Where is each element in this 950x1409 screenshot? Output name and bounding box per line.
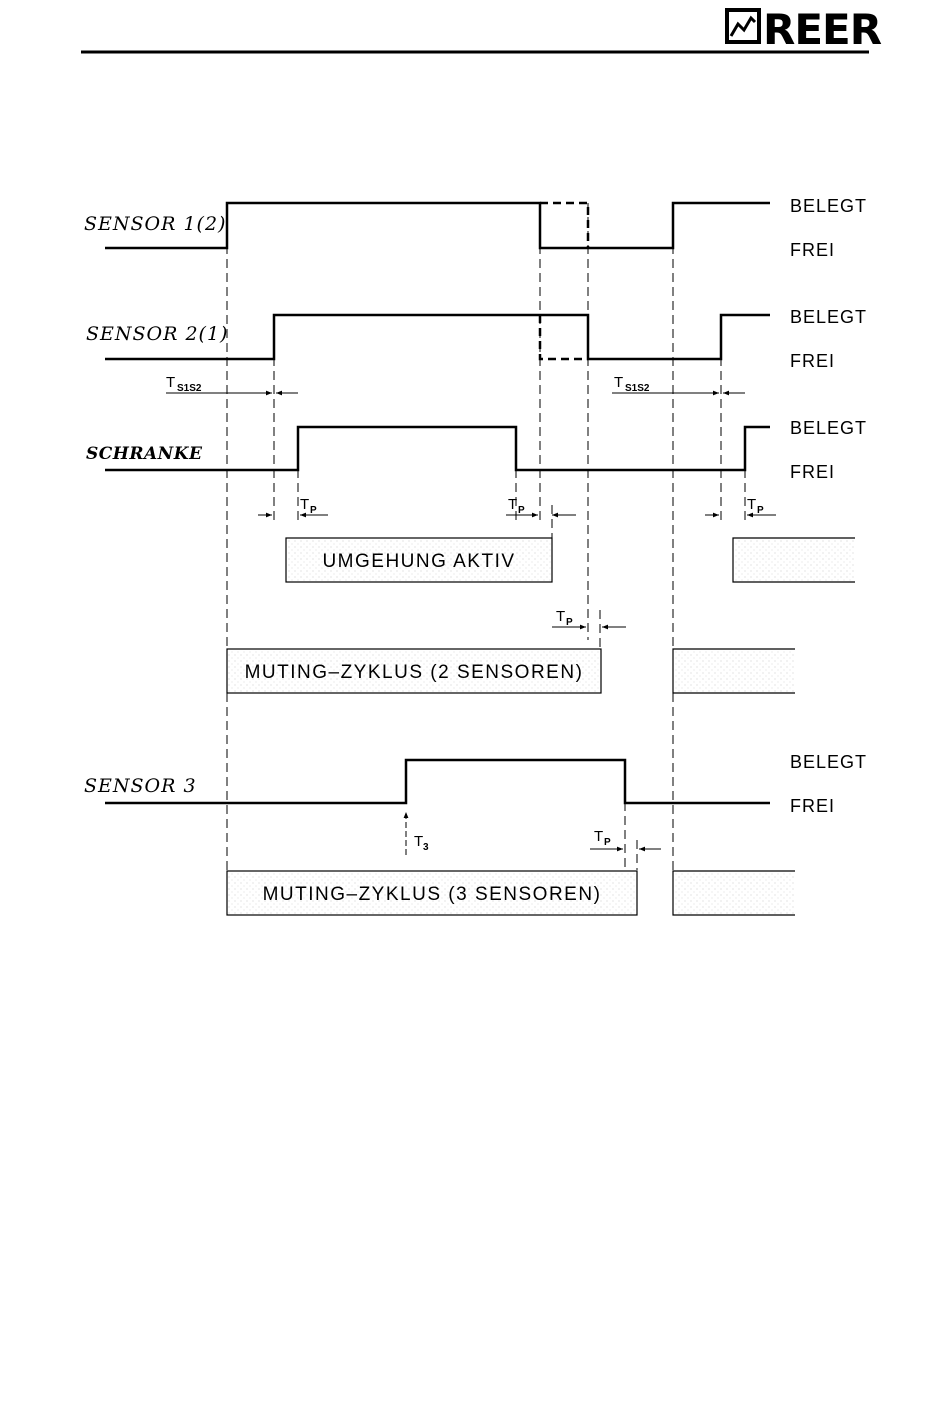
timing-symbol: T xyxy=(166,374,175,391)
timing-subscript: P xyxy=(518,505,525,516)
logo-wave-icon xyxy=(731,18,755,36)
timing-subscript: P xyxy=(566,617,573,628)
state-low-label: FREI xyxy=(790,796,835,816)
timing-tp-1: T P xyxy=(258,496,328,516)
timing-symbol: T xyxy=(747,496,756,513)
state-high-label: BELEGT xyxy=(790,196,867,216)
timing-subscript: S1S2 xyxy=(177,383,202,394)
timing-symbol: T xyxy=(414,833,423,850)
timing-tp-3: T P xyxy=(705,496,776,516)
muting-cycle-2-box: MUTING–ZYKLUS (2 SENSOREN) xyxy=(227,649,601,693)
muting-cycle-3-box: MUTING–ZYKLUS (3 SENSOREN) xyxy=(227,871,637,915)
signal-sensor-3: SENSOR 3 BELEGT FREI xyxy=(84,752,867,816)
bypass-active-box-next xyxy=(733,538,855,582)
signal-alt-waveform xyxy=(540,315,588,359)
reer-logo: REER xyxy=(727,5,882,54)
timing-symbol: T xyxy=(614,374,623,391)
state-low-label: FREI xyxy=(790,351,835,371)
signal-alt-waveform xyxy=(540,203,588,248)
timing-tp-4: T P xyxy=(552,608,626,628)
timing-t3: T 3 xyxy=(406,812,429,855)
muting-cycle-2-box-next xyxy=(673,649,795,693)
signal-label: SENSOR 1(2) xyxy=(84,213,226,235)
signal-label: SENSOR 3 xyxy=(84,775,197,797)
timing-symbol: T xyxy=(594,828,603,845)
timing-subscript: P xyxy=(757,505,764,516)
signal-waveform xyxy=(105,427,770,470)
state-high-label: BELEGT xyxy=(790,307,867,327)
signal-schranke: SCHRANKE BELEGT FREI xyxy=(86,418,867,482)
timing-ts1s2-left: T S1S2 xyxy=(166,374,298,394)
signal-label: SCHRANKE xyxy=(86,444,203,464)
timing-symbol: T xyxy=(300,496,309,513)
signal-sensor-1-2: SENSOR 1(2) BELEGT FREI xyxy=(84,196,867,260)
state-high-label: BELEGT xyxy=(790,418,867,438)
timing-symbol: T xyxy=(556,608,565,625)
timing-ts1s2-right: T S1S2 xyxy=(612,374,745,394)
timing-subscript: P xyxy=(604,837,611,848)
signal-label: SENSOR 2(1) xyxy=(86,323,228,345)
logo-icon xyxy=(727,10,759,42)
box-label: UMGEHUNG AKTIV xyxy=(322,551,515,572)
timing-subscript: P xyxy=(310,505,317,516)
timing-subscript: S1S2 xyxy=(625,383,650,394)
timing-subscript: 3 xyxy=(423,842,429,853)
state-low-label: FREI xyxy=(790,240,835,260)
box-label: MUTING–ZYKLUS (3 SENSOREN) xyxy=(263,884,602,905)
state-high-label: BELEGT xyxy=(790,752,867,772)
signal-waveform xyxy=(105,760,770,803)
bypass-active-box: UMGEHUNG AKTIV xyxy=(286,538,552,582)
signal-sensor-2-1: SENSOR 2(1) BELEGT FREI xyxy=(86,307,867,371)
timing-symbol: T xyxy=(508,496,517,513)
logo-text: REER xyxy=(763,5,882,54)
box-label: MUTING–ZYKLUS (2 SENSOREN) xyxy=(245,662,584,683)
header: REER xyxy=(81,5,882,54)
muting-cycle-3-box-next xyxy=(673,871,795,915)
state-low-label: FREI xyxy=(790,462,835,482)
